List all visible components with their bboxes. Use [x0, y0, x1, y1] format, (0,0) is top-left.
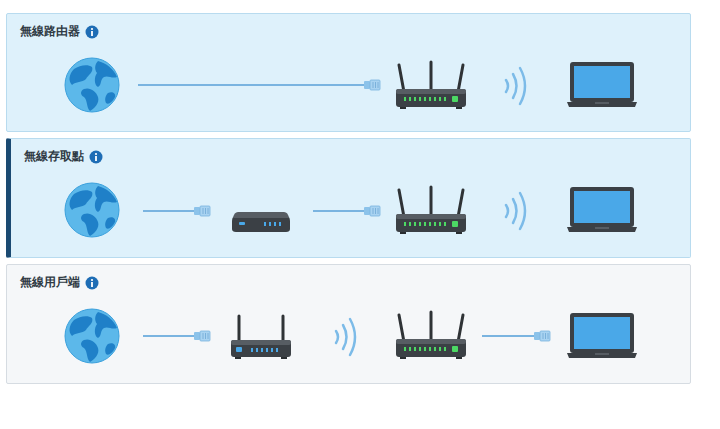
cable-plug — [194, 331, 210, 341]
cable-plug — [364, 206, 380, 216]
internet-globe — [65, 309, 119, 363]
panel-heading: 無線路由器 — [20, 23, 80, 40]
wireless-router — [231, 316, 291, 359]
internet-globe — [65, 58, 119, 112]
wireless-router — [396, 62, 466, 109]
laptop — [567, 187, 637, 232]
cable — [482, 335, 536, 337]
info-icon — [85, 25, 99, 39]
panel-heading: 無線用戶端 — [20, 274, 80, 291]
cable — [313, 210, 366, 212]
panel-band: 無線存取點 — [6, 138, 691, 258]
cable — [138, 84, 366, 86]
wireless-router — [396, 187, 466, 234]
wifi-signal — [506, 68, 525, 104]
cable-plug — [534, 331, 550, 341]
cable — [143, 335, 196, 337]
laptop — [567, 62, 637, 107]
wireless-client — [396, 312, 466, 359]
cable-plug — [194, 206, 210, 216]
wifi-signal — [336, 319, 355, 355]
cable-plug — [364, 80, 380, 90]
info-icon — [85, 276, 99, 290]
wifi-signal — [506, 193, 525, 229]
panel-heading: 無線存取點 — [24, 148, 84, 165]
laptop — [567, 313, 637, 358]
panel-band: 無線路由器 — [6, 13, 691, 132]
cable — [143, 210, 196, 212]
panel-band: 無線用戶端 — [6, 264, 691, 384]
modem — [232, 212, 290, 232]
internet-globe — [65, 183, 119, 237]
info-icon — [89, 150, 103, 164]
